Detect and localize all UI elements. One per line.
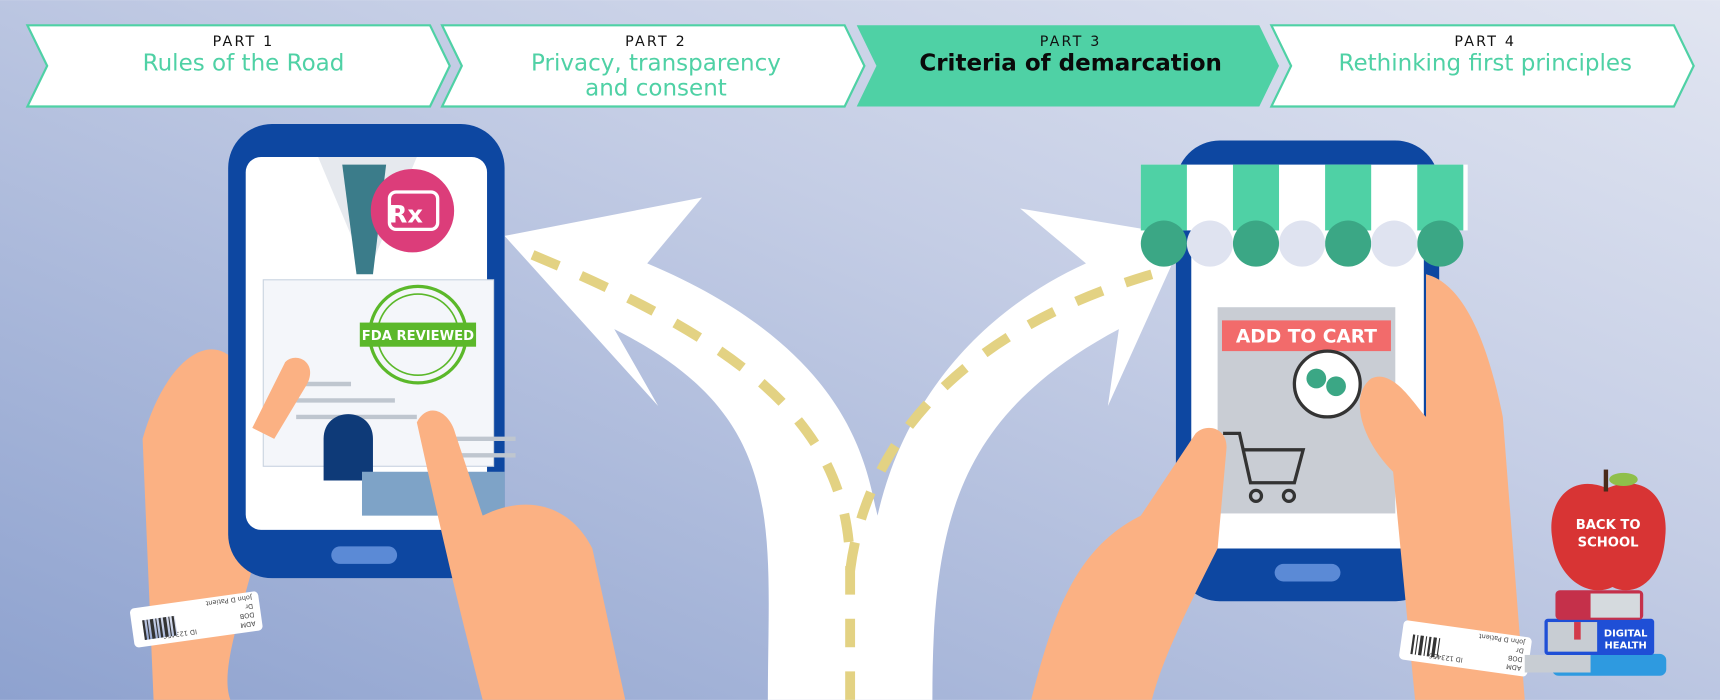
home-button xyxy=(331,546,398,564)
svg-text:ADM: ADM xyxy=(1505,662,1522,672)
fda-seal: FDA REVIEWED xyxy=(359,284,477,385)
step-title: and consent xyxy=(585,76,727,102)
rx-badge: Rx xyxy=(370,169,455,253)
back-to-school-apple: DIGITAL HEALTH BACK TO SCHOOL xyxy=(1524,469,1667,676)
left-phone: FDA REVIEWED Rx ID 123456 ADM DOB Dr Joh… xyxy=(130,124,626,700)
barcode-icon xyxy=(142,615,178,640)
book-label: DIGITAL xyxy=(1604,628,1648,639)
step-2[interactable]: PART 2 Privacy, transparency and consent xyxy=(440,24,866,108)
apple-label: BACK TO xyxy=(1576,518,1641,533)
pointing-hand xyxy=(1031,427,1227,700)
leaf-bubble-icon xyxy=(1292,349,1362,419)
book-label: HEALTH xyxy=(1605,640,1647,651)
wristband-left: ID 123456 ADM DOB Dr John D Patient xyxy=(130,591,263,648)
fork-arrows xyxy=(504,197,1185,700)
svg-text:FDA REVIEWED: FDA REVIEWED xyxy=(362,329,474,344)
apple-label: SCHOOL xyxy=(1578,535,1640,550)
step-title: Rethinking first principles xyxy=(1339,50,1633,76)
svg-text:DOB: DOB xyxy=(1507,653,1523,663)
pointing-hand xyxy=(416,410,626,700)
barcode-icon xyxy=(1410,634,1441,658)
progress-banner: PART 1 Rules of the Road PART 2 Privacy,… xyxy=(25,24,1695,108)
svg-text:Dr: Dr xyxy=(245,602,254,611)
awning xyxy=(1140,164,1468,267)
step-part-label: PART 4 xyxy=(1454,34,1516,50)
step-4[interactable]: PART 4 Rethinking first principles xyxy=(1269,24,1695,108)
add-to-cart-button[interactable]: ADD TO CART xyxy=(1221,320,1391,352)
step-title: Criteria of demarcation xyxy=(919,50,1222,76)
home-button xyxy=(1274,563,1341,582)
step-part-label: PART 2 xyxy=(625,34,687,50)
svg-text:DOB: DOB xyxy=(239,610,255,620)
wristband-right: ID 123456 ADM DOB Dr John D Patient xyxy=(1399,620,1532,677)
step-title: Rules of the Road xyxy=(143,50,345,76)
dashed-path-left xyxy=(524,247,856,700)
svg-text:ADM: ADM xyxy=(240,619,257,629)
right-phone: ADD TO CART ID 123456 ADM DOB Dr John D … xyxy=(1031,140,1532,700)
step-title: Privacy, transparency xyxy=(531,50,781,76)
svg-text:Rx: Rx xyxy=(389,201,424,229)
dashed-path-right xyxy=(845,269,1154,572)
svg-text:Dr: Dr xyxy=(1515,646,1524,655)
svg-text:ADD TO CART: ADD TO CART xyxy=(1236,326,1377,347)
cart-icon xyxy=(1223,431,1306,504)
right-hand xyxy=(1359,274,1525,700)
step-part-label: PART 1 xyxy=(213,34,275,50)
step-1[interactable]: PART 1 Rules of the Road xyxy=(25,24,451,108)
left-thumb xyxy=(252,357,311,439)
step-part-label: PART 3 xyxy=(1040,34,1102,50)
step-3-active[interactable]: PART 3 Criteria of demarcation xyxy=(856,25,1280,107)
